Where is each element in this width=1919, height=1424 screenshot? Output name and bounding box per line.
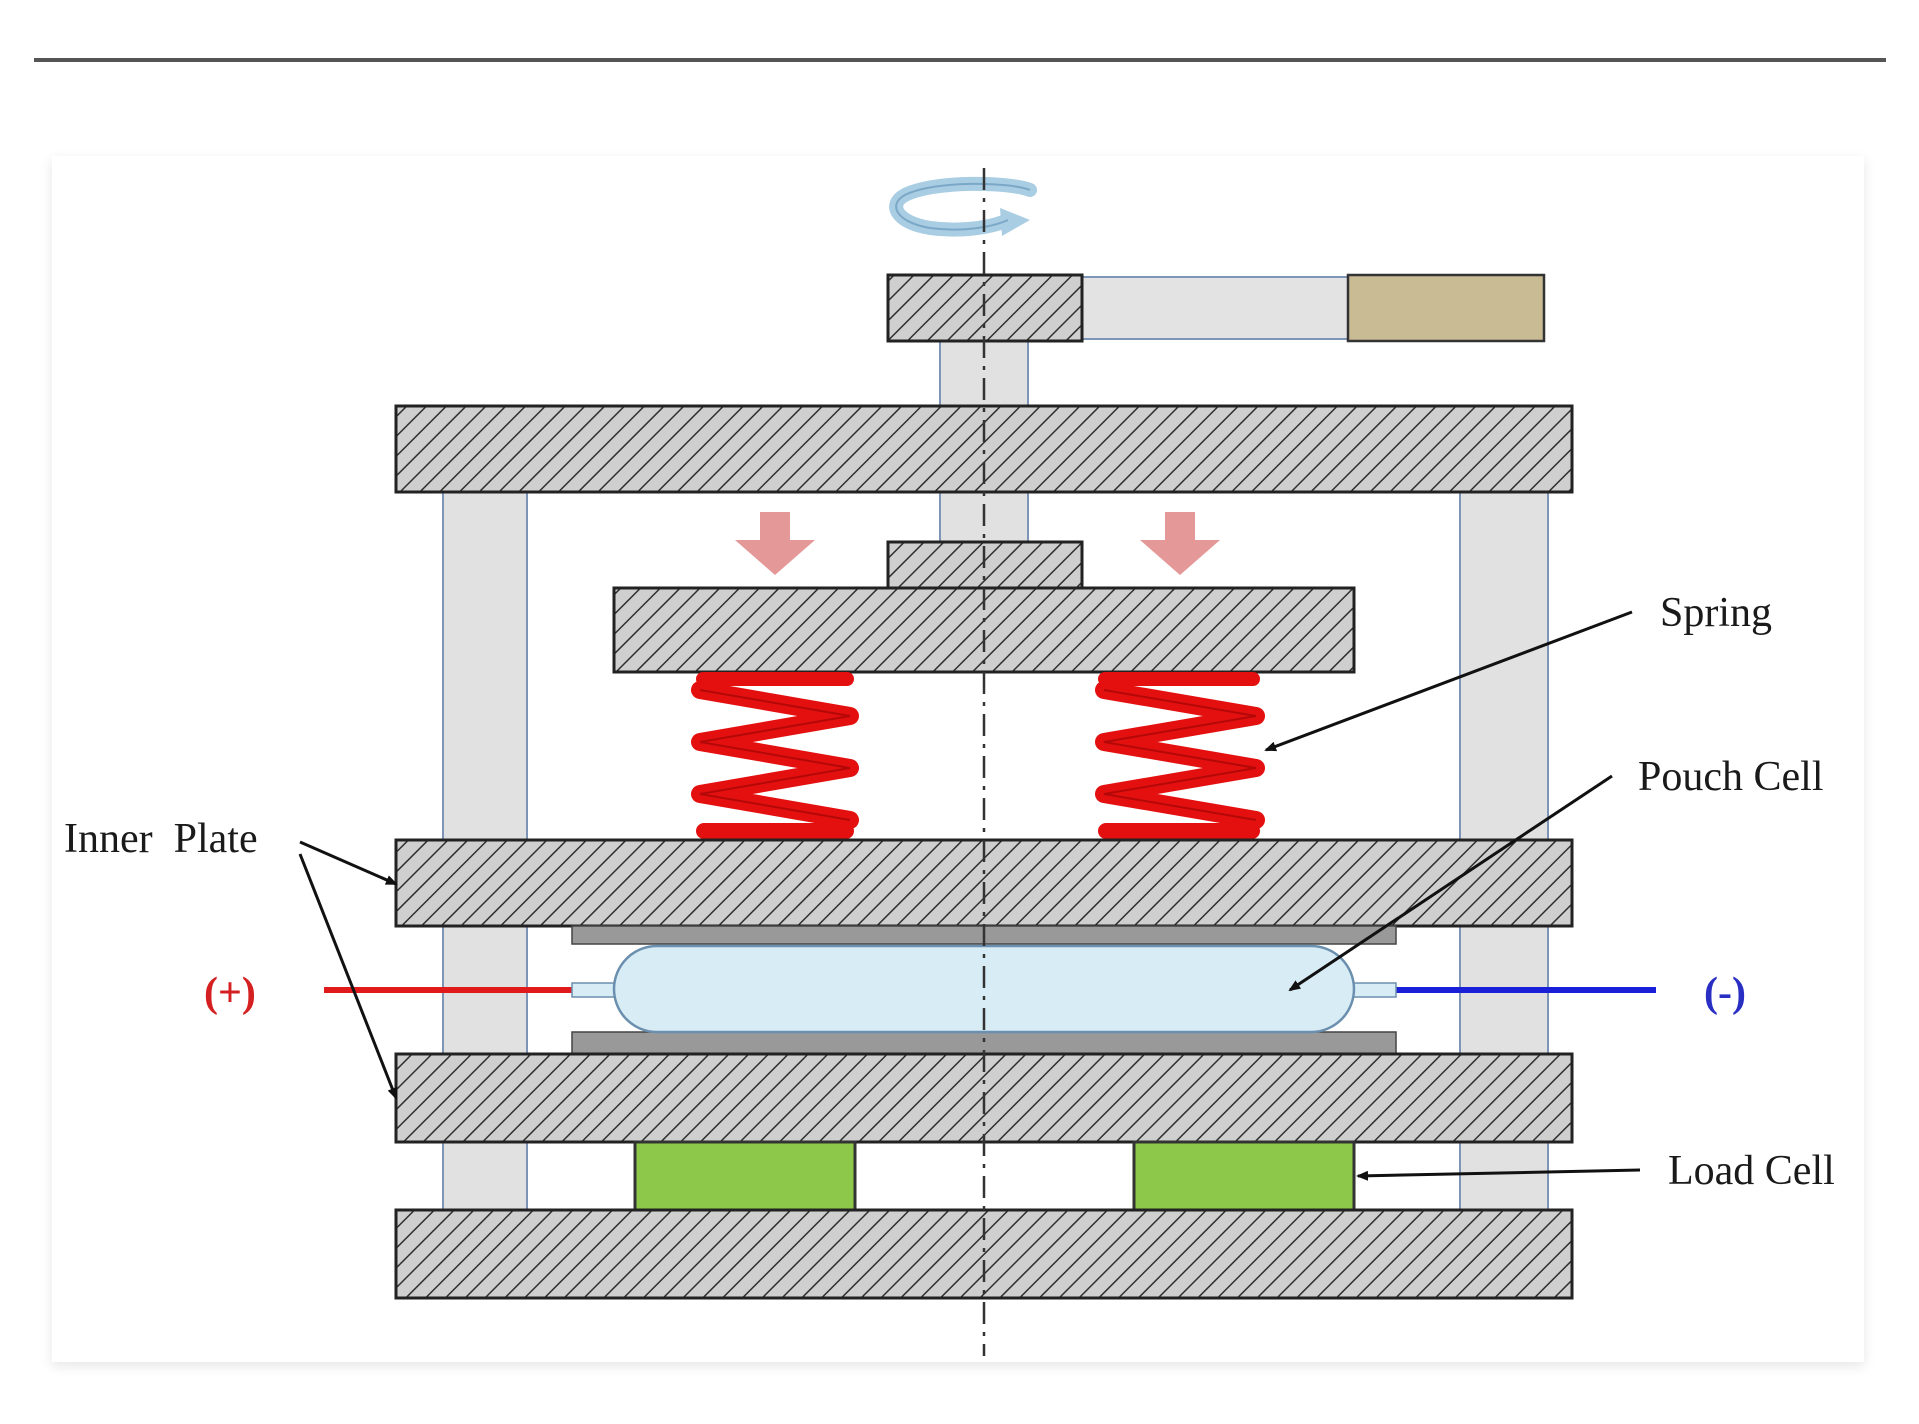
positive-terminal-label: (+) (204, 970, 256, 1016)
inner-plate-label: Inner Plate (64, 816, 258, 862)
down-arrow-icon (1140, 512, 1220, 575)
spring-label: Spring (1660, 590, 1772, 636)
inner-plate-leader-lower (298, 853, 398, 1100)
inner-plate-leader-upper (299, 840, 398, 886)
pouch-cell-leader (1288, 774, 1613, 992)
left-spring (691, 672, 859, 839)
leader-lines (298, 610, 1641, 1181)
load-cell-label: Load Cell (1668, 1148, 1835, 1194)
handle-grip (1346, 273, 1546, 343)
load-cell-leader (1356, 1168, 1641, 1181)
right-load-cell (1132, 1140, 1356, 1212)
down-arrow-icon (735, 512, 815, 575)
negative-terminal-label: (-) (1704, 970, 1746, 1016)
handle-bar (1081, 276, 1351, 340)
pressure-arrows (735, 512, 1220, 575)
left-load-cell (633, 1140, 857, 1212)
pouch-cell-label: Pouch Cell (1638, 754, 1824, 800)
spring-leader (1264, 610, 1633, 752)
right-spring (1095, 672, 1265, 839)
